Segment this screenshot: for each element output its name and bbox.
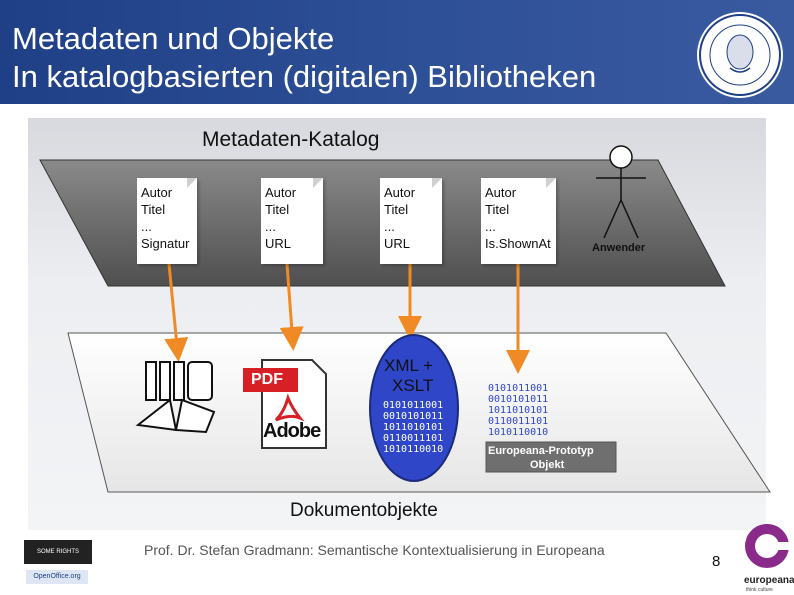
card-field: Autor: [265, 185, 297, 200]
adobe-label: Adobe: [263, 420, 321, 442]
binary-line: 1010110010: [383, 444, 444, 455]
user-label: Anwender: [592, 242, 646, 254]
binary-line: 0101011001: [383, 400, 444, 411]
card-field: Is.ShownAt: [485, 236, 551, 251]
slide-header: Metadaten und Objekte In katalogbasierte…: [0, 0, 794, 104]
europeana-prototype-box: [485, 441, 617, 473]
footer-author-text: Prof. Dr. Stefan Gradmann: Semantische K…: [144, 542, 605, 558]
university-seal-logo: [697, 12, 783, 98]
card-field: Autor: [141, 185, 173, 200]
metadata-card: Autor Titel ... URL: [261, 178, 323, 264]
card-field: Autor: [485, 185, 517, 200]
page-number: 8: [712, 553, 721, 570]
card-fold: [546, 178, 556, 188]
europeana-box-subtitle: Objekt: [530, 459, 565, 471]
arrow-card-1: [164, 263, 189, 362]
arrow-card-2: [279, 263, 304, 351]
binary-line: 1010110010: [488, 427, 549, 438]
binary-line: 0101011001: [488, 383, 549, 394]
card-field: Autor: [384, 185, 416, 200]
binary-line: 1011010101: [488, 405, 549, 416]
binary-line: 0110011101: [488, 416, 549, 427]
xml-label: XML +: [384, 356, 433, 375]
metadata-card: Autor Titel ... Signatur: [137, 178, 197, 264]
binary-line: 0010101011: [488, 394, 549, 405]
xslt-label: XSLT: [392, 376, 434, 395]
user-icon: [596, 145, 646, 239]
xml-xslt-ellipse: [369, 334, 459, 482]
metadata-card: Autor Titel ... Is.ShownAt: [481, 178, 556, 264]
documents-label: Dokumentobjekte: [290, 500, 438, 521]
card-field: URL: [265, 236, 292, 251]
europeana-binary-block: 0101011001 0010101011 1011010101 0110011…: [488, 383, 548, 438]
card-field: Titel: [265, 202, 290, 217]
europeana-box-title: Europeana-Prototyp: [488, 445, 594, 457]
card-fold: [313, 178, 323, 188]
catalog-label: Metadaten-Katalog: [202, 128, 380, 151]
card-field: ...: [265, 219, 276, 234]
europeana-wordmark: europeana: [744, 575, 794, 586]
card-field: Titel: [384, 202, 409, 217]
binary-line: 0110011101: [383, 433, 444, 444]
card-field: Signatur: [141, 236, 190, 251]
openoffice-badge: OpenOffice.org: [26, 570, 88, 584]
title-line-1: Metadaten und Objekte: [12, 21, 335, 56]
europeana-tagline: think culture: [746, 587, 773, 593]
card-fold: [432, 178, 442, 188]
pdf-label: PDF: [251, 371, 283, 388]
binary-line: 0010101011: [383, 411, 444, 422]
books-icon: [135, 361, 216, 434]
card-field: ...: [485, 219, 496, 234]
card-field: Titel: [485, 202, 510, 217]
pdf-document-icon: [243, 359, 327, 449]
card-fold: [187, 178, 197, 188]
title-line-2: In katalogbasierten (digitalen) Biblioth…: [12, 59, 597, 94]
card-field: URL: [384, 236, 411, 251]
creative-commons-badge: SOME RIGHTS RESERVED: [24, 540, 92, 579]
card-field: ...: [141, 219, 152, 234]
xml-binary-block: 0101011001 0010101011 1011010101 0110011…: [383, 400, 443, 455]
binary-line: 1011010101: [383, 422, 444, 433]
card-field: ...: [384, 219, 395, 234]
metadata-card: Autor Titel ... URL: [380, 178, 442, 264]
europeana-logo: [745, 524, 789, 568]
card-field: Titel: [141, 202, 166, 217]
